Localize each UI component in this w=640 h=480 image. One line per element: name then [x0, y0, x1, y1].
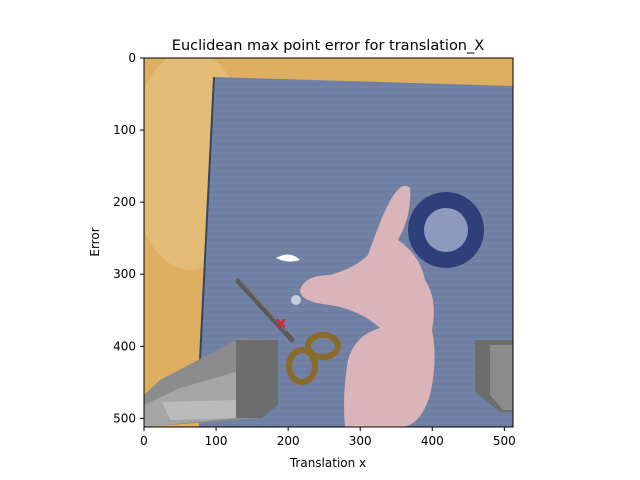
y-tick-label: 200 [113, 195, 136, 209]
image-area [144, 58, 513, 427]
chart-title: Euclidean max point error for translatio… [172, 38, 484, 54]
y-tick-label: 500 [113, 411, 136, 425]
x-axis-label: Translation x [289, 456, 366, 470]
x-tick-label: 400 [421, 434, 444, 448]
y-tick-label: 0 [128, 51, 136, 65]
axes-frame [143, 57, 514, 428]
y-axis-label: Error [88, 227, 102, 256]
x-tick-label: 300 [349, 434, 372, 448]
y-tick-label: 400 [113, 339, 136, 353]
pink-figure [300, 185, 435, 427]
x-tick-label: 100 [205, 434, 228, 448]
y-tick-label: 300 [113, 267, 136, 281]
data-point-marker [276, 318, 286, 328]
gripper-left [144, 338, 278, 427]
x-tick-label: 500 [493, 434, 516, 448]
x-tick-label: 0 [140, 434, 148, 448]
x-tick-label: 200 [277, 434, 300, 448]
gripper-right [475, 340, 513, 412]
y-tick-label: 100 [113, 123, 136, 137]
